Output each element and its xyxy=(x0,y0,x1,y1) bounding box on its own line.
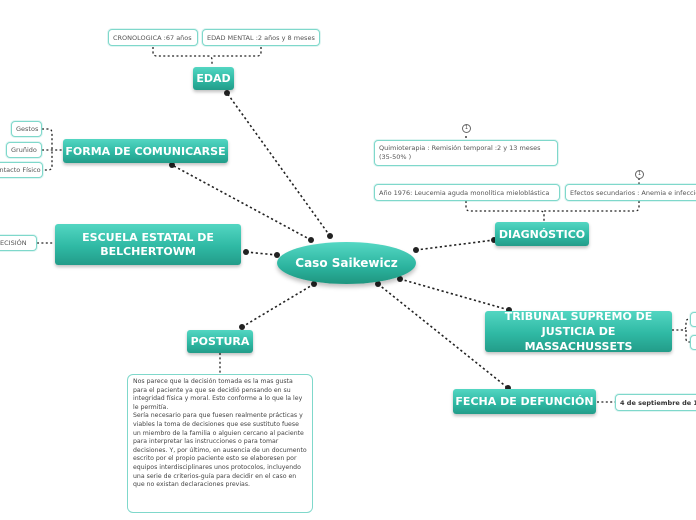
diagnostico-efectos-label: Efectos secundarios : Anemia e infeccion… xyxy=(570,188,696,197)
topic-tribunal-supremo[interactable]: TRIBUNAL SUPREMO DE JUSTICIA DE MASSACHU… xyxy=(485,310,672,353)
connector-dot xyxy=(506,307,512,313)
connector-dot xyxy=(274,252,280,258)
diagnostico-quimio[interactable]: Quimioterapia : Remisión temporal :2 y 1… xyxy=(374,140,558,166)
defuncion-fecha[interactable]: 4 de septiembre de 1976 xyxy=(615,394,696,411)
comunicarse-contacto[interactable]: Contacto Físico xyxy=(0,162,43,178)
connector-dot xyxy=(308,237,314,243)
topic-edad[interactable]: EDAD xyxy=(193,67,234,90)
diagnostico-efectos[interactable]: Efectos secundarios : Anemia e infeccion… xyxy=(565,184,696,201)
comunicarse-gestos[interactable]: Gestos xyxy=(11,121,42,137)
central-topic[interactable]: Caso Saikewicz xyxy=(277,242,416,284)
diagnostico-leucemia[interactable]: Año 1976: Leucemia aguda monolítica miel… xyxy=(374,184,560,201)
topic-fecha-de-defuncion[interactable]: FECHA DE DEFUNCIÓN xyxy=(453,389,596,414)
comunicarse-grunido[interactable]: Gruñido xyxy=(6,142,42,158)
connector-dot xyxy=(413,247,419,253)
tribunal-item-1[interactable] xyxy=(690,312,696,327)
topic-tribunal-supremo-label: TRIBUNAL SUPREMO DE JUSTICIA DE MASSACHU… xyxy=(504,310,653,353)
topic-postura-label: POSTURA xyxy=(190,335,250,348)
topic-postura[interactable]: POSTURA xyxy=(187,330,253,353)
edad-cronologica-label: CRONOLOGICA :67 años xyxy=(113,33,192,42)
edad-mental-label: EDAD MENTAL :2 años y 8 meses xyxy=(207,33,315,42)
topic-diagnostico-label: DIAGNÓSTICO xyxy=(498,227,586,241)
connector-dot xyxy=(397,276,403,282)
comunicarse-gestos-label: Gestos xyxy=(16,125,39,133)
connector-dot xyxy=(243,249,249,255)
diagnostico-leucemia-label: Año 1976: Leucemia aguda monolítica miel… xyxy=(379,188,550,197)
connector-dot xyxy=(491,237,497,243)
connector-dot xyxy=(505,385,511,391)
topic-forma-de-comunicarse-label: FORMA DE COMUNICARSE xyxy=(65,144,226,158)
topic-diagnostico[interactable]: DIAGNÓSTICO xyxy=(495,222,589,246)
central-topic-label: Caso Saikewicz xyxy=(295,256,398,270)
topic-escuela-estatal-label: ESCUELA ESTATAL DE BELCHERTOWM xyxy=(82,230,214,258)
diagnostico-quimio-label: Quimioterapia : Remisión temporal :2 y 1… xyxy=(379,144,541,161)
tribunal-item-2[interactable] xyxy=(690,335,696,350)
defuncion-fecha-label: 4 de septiembre de 1976 xyxy=(620,398,696,407)
topic-escuela-estatal[interactable]: ESCUELA ESTATAL DE BELCHERTOWM xyxy=(55,224,241,265)
escuela-decision[interactable]: DECISIÓN xyxy=(0,235,37,251)
connector-dot xyxy=(239,324,245,330)
connector-dot xyxy=(169,162,175,168)
info-badge-quimio[interactable]: 1 xyxy=(462,124,471,133)
connector-dot xyxy=(224,90,230,96)
comunicarse-contacto-label: Contacto Físico xyxy=(0,166,41,174)
topic-edad-label: EDAD xyxy=(196,72,231,85)
connector-dot xyxy=(311,281,317,287)
topic-fecha-de-defuncion-label: FECHA DE DEFUNCIÓN xyxy=(455,395,594,408)
postura-note[interactable]: Nos parece que la decisión tomada es la … xyxy=(127,374,313,513)
connector-dot xyxy=(375,281,381,287)
comunicarse-grunido-label: Gruñido xyxy=(11,146,37,154)
topic-forma-de-comunicarse[interactable]: FORMA DE COMUNICARSE xyxy=(63,139,228,163)
info-badge-efectos[interactable]: 1 xyxy=(635,170,644,179)
edad-mental[interactable]: EDAD MENTAL :2 años y 8 meses xyxy=(202,29,320,46)
edad-cronologica[interactable]: CRONOLOGICA :67 años xyxy=(108,29,198,46)
escuela-decision-label: DECISIÓN xyxy=(0,239,27,247)
connector-dot xyxy=(327,233,333,239)
